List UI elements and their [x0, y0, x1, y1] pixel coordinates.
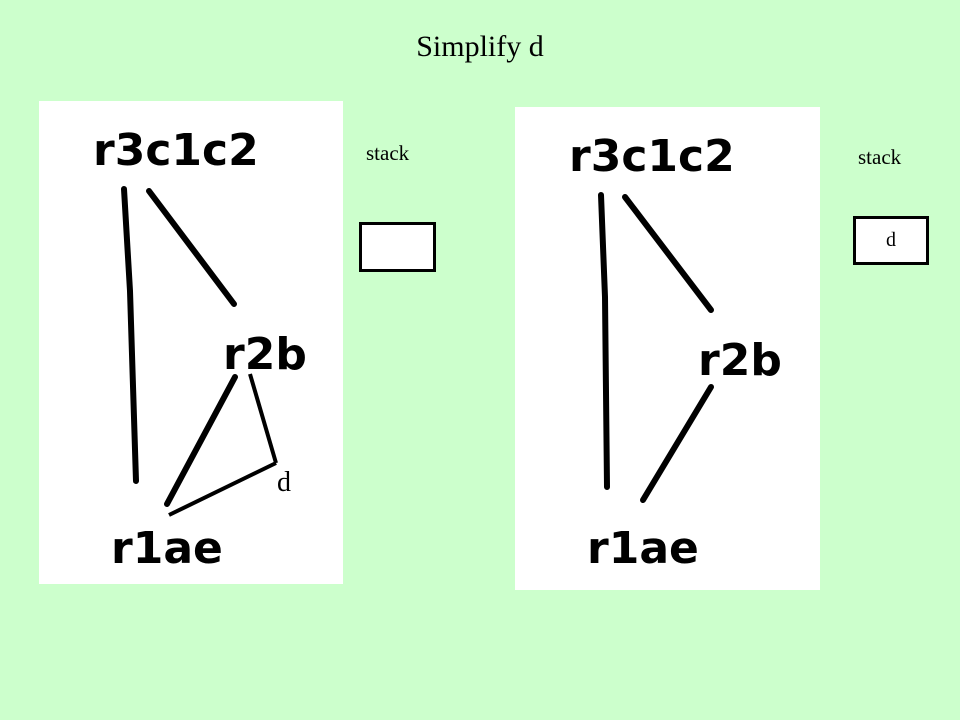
edge-r2b-r1ae	[164, 374, 238, 507]
edge-r3c1c2-r2b	[622, 194, 714, 313]
stack-box-left	[359, 222, 436, 272]
graph-panel-before: r3c1c2 r2b r1ae d	[39, 101, 343, 584]
stack-item-d: d	[886, 229, 896, 251]
node-r2b: r2b	[698, 335, 782, 386]
graph-after-canvas: r3c1c2 r2b r1ae	[569, 131, 782, 574]
edge-r2b-d	[248, 373, 278, 464]
node-r3c1c2: r3c1c2	[93, 125, 259, 176]
node-r3c1c2: r3c1c2	[569, 131, 735, 182]
edge-r3c1c2-r2b	[146, 188, 237, 307]
stack-box-right: d	[853, 216, 929, 265]
edge-r2b-r1ae	[640, 384, 714, 503]
node-d-label: d	[277, 467, 291, 498]
stack-label-right: stack	[858, 145, 902, 169]
edge-r3c1c2-r1ae	[598, 192, 610, 490]
slide-title: Simplify d	[416, 30, 544, 63]
node-r2b: r2b	[223, 329, 307, 380]
graph-before-canvas: r3c1c2 r2b r1ae	[93, 125, 307, 574]
edge-d-r1ae	[168, 461, 277, 517]
graph-panel-after: r3c1c2 r2b r1ae	[515, 107, 820, 590]
edge-r3c1c2-r1ae	[121, 186, 139, 484]
node-r1ae: r1ae	[587, 523, 699, 574]
node-r1ae: r1ae	[111, 523, 223, 574]
stack-label-left: stack	[366, 141, 410, 165]
